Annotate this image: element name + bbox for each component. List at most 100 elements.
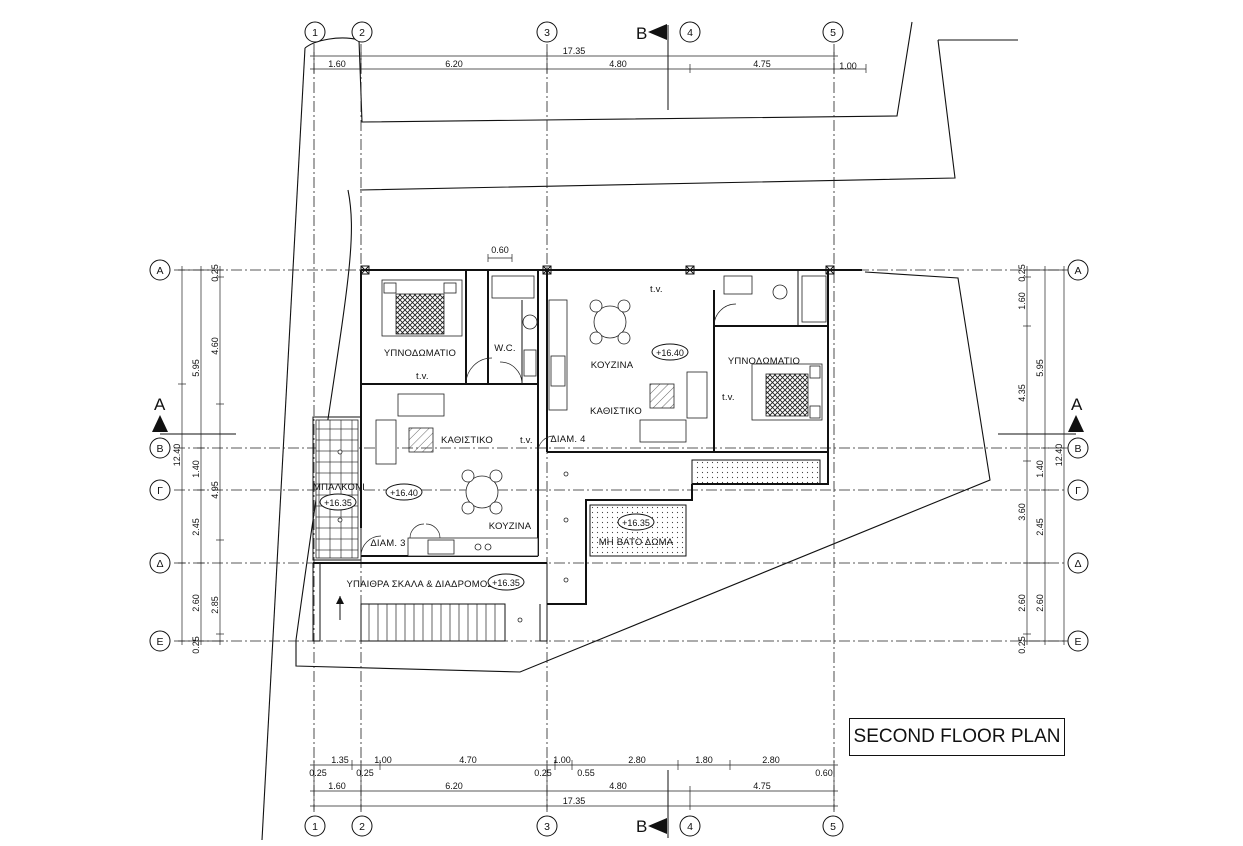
- section-marker-a-right: A: [1068, 395, 1084, 432]
- dim-bottom-2: 6.20: [445, 781, 463, 791]
- room-label-living-right: ΚΑΘΙΣΤΙΚΟ: [590, 406, 642, 417]
- balcony-tiles: [315, 419, 359, 559]
- dim-bottom-detail-5: 2.80: [628, 755, 646, 765]
- building-walls: [312, 265, 862, 642]
- grid-bubbles-top: 1 2 3 4 5: [304, 21, 844, 43]
- dim-bottom-total: 17.35: [563, 796, 586, 806]
- kitchen-counter-right: [548, 299, 568, 411]
- grid-label-4: 4: [687, 27, 693, 39]
- section-marker-a-left: A: [152, 395, 168, 432]
- tv-label-2: t.v.: [520, 435, 533, 446]
- room-label-stairs: ΥΠΑΙΘΡΑ ΣΚΑΛΑ & ΔΙΑΔΡΟΜΟΣ: [346, 579, 493, 590]
- grid-label-a-right: A: [1074, 265, 1081, 277]
- window-dimension: 0.60: [487, 245, 513, 262]
- dimension-chain-bottom: 1.35 1.00 4.70 1.00 2.80 1.80 2.80 0.25 …: [309, 755, 838, 810]
- room-label-bedroom-left: ΥΠΝΟΔΩΜΑΤΙΟ: [384, 348, 456, 359]
- dim-right-outer-2: 12.40: [1054, 444, 1064, 467]
- dim-left-inner-2: 4.60: [210, 337, 220, 355]
- grid-label-5-bottom: 5: [830, 821, 836, 833]
- dim-top-4: 4.75: [753, 59, 771, 69]
- grid-label-gamma-right: Γ: [1075, 485, 1081, 497]
- site-boundary: [261, 21, 1018, 841]
- room-label-living-left: ΚΑΘΙΣΤΙΚΟ: [441, 435, 493, 446]
- grid-label-delta: Δ: [156, 558, 163, 570]
- grid-label-4-bottom: 4: [687, 821, 693, 833]
- dim-right-inner-1: 0.25: [1017, 264, 1027, 282]
- dim-bottom-detail-7: 2.80: [762, 755, 780, 765]
- dim-right-inner-2: 1.60: [1017, 292, 1027, 310]
- dining-table-left: [461, 469, 503, 515]
- dim-bottom-detail-3: 4.70: [459, 755, 477, 765]
- drawing-title: SECOND FLOOR PLAN: [849, 718, 1065, 756]
- grid-label-1-bottom: 1: [312, 821, 318, 833]
- dim-right-outer-5: 2.60: [1035, 594, 1045, 612]
- grid-label-b: B: [156, 443, 163, 455]
- dim-right-inner-6: 0.25: [1017, 636, 1027, 654]
- grid-label-3: 3: [544, 27, 550, 39]
- dim-right-outer-1: 5.95: [1035, 359, 1045, 377]
- room-label-apartment-3: ΔΙΑΜ. 3: [370, 538, 405, 549]
- dim-right-inner-3: 4.35: [1017, 384, 1027, 402]
- dim-bottom-lower-1: 0.25: [309, 768, 327, 778]
- sofa-set-right: [639, 371, 708, 443]
- grid-label-5: 5: [830, 27, 836, 39]
- level-roof: +16.35: [622, 518, 650, 528]
- dim-bottom-lower-4: 0.55: [577, 768, 595, 778]
- grid-label-1: 1: [312, 27, 318, 39]
- dim-right-inner-5: 2.60: [1017, 594, 1027, 612]
- dining-table-right: [589, 299, 631, 345]
- section-marker-b-bottom: B: [636, 817, 667, 836]
- grid-label-a: A: [156, 265, 163, 277]
- grid-label-2: 2: [359, 27, 365, 39]
- level-tag-kitchen-right: +16.40: [651, 343, 689, 361]
- dim-right-inner-4: 3.60: [1017, 503, 1027, 521]
- section-label-b-top: B: [636, 24, 647, 43]
- room-label-balcony: ΜΠΑΛΚΟΝΙ: [313, 482, 365, 493]
- section-lines: [160, 25, 1076, 838]
- grid-label-2-bottom: 2: [359, 821, 365, 833]
- dim-bottom-detail-2: 1.00: [374, 755, 392, 765]
- dim-left-outer-2: 12.40: [172, 444, 182, 467]
- tv-label-1: t.v.: [416, 371, 429, 382]
- dim-top-1: 1.60: [328, 59, 346, 69]
- room-label-bedroom-right: ΥΠΝΟΔΩΜΑΤΙΟ: [728, 356, 800, 367]
- dimension-chain-left: 5.95 12.40 2.60 0.25 4.60 1.40 4.95 2.45…: [172, 264, 224, 654]
- grid-bubbles-right: A B Γ Δ E: [1067, 259, 1089, 652]
- dim-bottom-3: 4.80: [609, 781, 627, 791]
- dim-bottom-lower-2: 0.25: [356, 768, 374, 778]
- dim-left-inner-5: 2.45: [191, 518, 201, 536]
- dim-bottom-1: 1.60: [328, 781, 346, 791]
- wc-fixtures: [491, 275, 827, 377]
- dim-right-outer-4: 2.45: [1035, 518, 1045, 536]
- level-tag-balcony: +16.35: [319, 493, 357, 511]
- grid-label-e-right: E: [1074, 636, 1081, 648]
- dim-bottom-lower-5: 0.60: [815, 768, 833, 778]
- room-label-kitchen-left: ΚΟΥΖΙΝΑ: [489, 521, 532, 532]
- dim-top-5: 1.00: [839, 61, 857, 71]
- grid-label-3-bottom: 3: [544, 821, 550, 833]
- bed-right: [751, 363, 823, 421]
- dim-bottom-4: 4.75: [753, 781, 771, 791]
- room-label-wc: W.C.: [494, 343, 515, 354]
- grid-label-delta-right: Δ: [1074, 558, 1081, 570]
- dim-left-inner-1: 0.25: [210, 264, 220, 282]
- room-label-apartment-4: ΔΙΑΜ. 4: [550, 434, 585, 445]
- dim-left-inner-3: 1.40: [191, 460, 201, 478]
- level-kitchen-right: +16.40: [656, 348, 684, 358]
- section-label-a-left: A: [154, 395, 166, 414]
- dim-top-3: 4.80: [609, 59, 627, 69]
- dim-top-2: 6.20: [445, 59, 463, 69]
- tv-label-4: t.v.: [722, 392, 735, 403]
- dim-left-outer-3: 2.60: [191, 594, 201, 612]
- grid-bubbles-bottom: 1 2 3 4 5: [304, 815, 844, 837]
- kitchen-counter-left: [407, 537, 539, 557]
- dim-window-width: 0.60: [491, 245, 509, 255]
- staircase: [336, 596, 506, 642]
- dim-right-outer-3: 1.40: [1035, 460, 1045, 478]
- room-label-roof: ΜΗ ΒΑΤΟ ΔΩΜΑ: [599, 537, 674, 548]
- grid-axes: [174, 44, 1064, 812]
- level-tag-stairs: +16.35: [487, 573, 525, 591]
- section-marker-b-top: B: [636, 24, 667, 43]
- dim-left-inner-6: 2.85: [210, 596, 220, 614]
- bed-left: [381, 279, 463, 337]
